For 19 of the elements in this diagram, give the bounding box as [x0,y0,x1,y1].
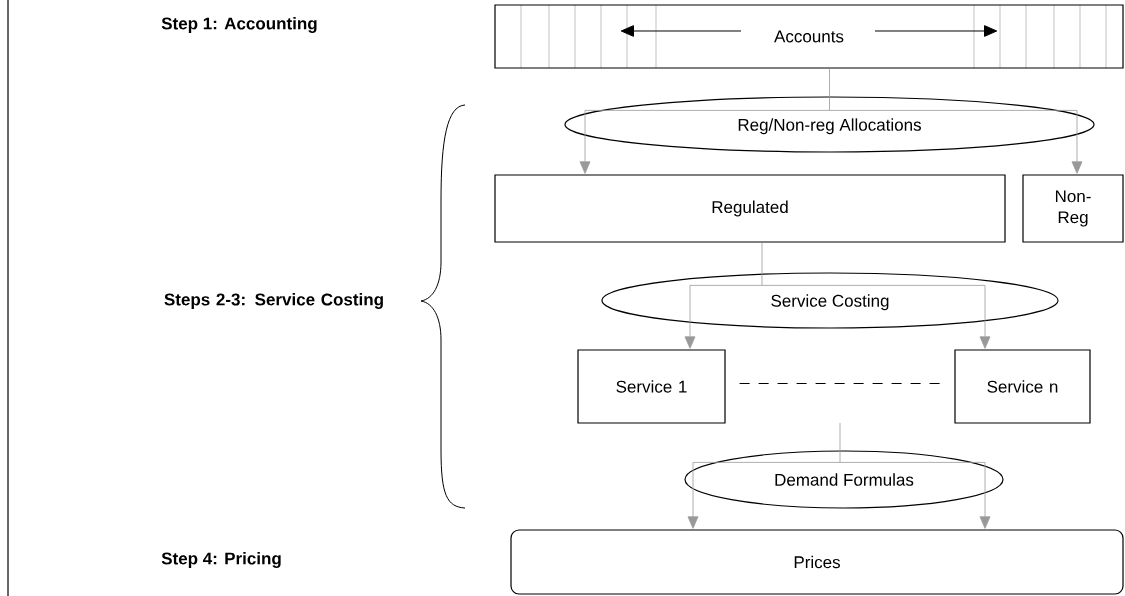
arrow [843,462,991,529]
arrow [829,285,991,349]
dashed-line [739,382,941,385]
arrow [829,110,1083,174]
arrow [684,285,831,349]
step-label: Step 1: Accounting [161,17,317,33]
step-label: Step 4: Pricing [161,552,281,568]
connector-line [839,422,841,463]
step-label: Steps 2-3: Service Costing [164,293,383,309]
accounts-box: Accounts [494,4,1124,69]
connector-line [761,242,763,286]
process-box: Service n [954,349,1091,424]
process-box: Regulated [494,174,1006,243]
process-box: Service 1 [577,349,726,424]
process-box: Prices [510,529,1124,595]
arrow [687,462,845,529]
arrow [579,110,830,174]
connector-line [829,68,830,111]
process-box: Non-Reg [1022,174,1124,243]
